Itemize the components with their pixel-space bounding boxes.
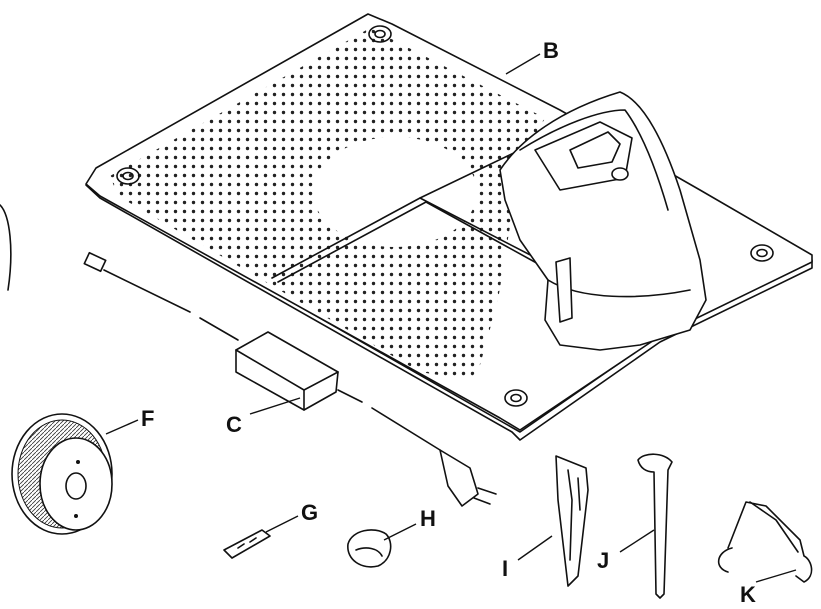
label-h: H — [420, 506, 436, 531]
wire-bracket — [717, 501, 813, 583]
label-i: I — [502, 556, 508, 581]
screw-hole-right — [750, 244, 774, 262]
label-k: K — [740, 582, 756, 607]
charging-station-housing — [499, 91, 707, 351]
boundary-wire-spool — [11, 413, 113, 535]
wire-coupler — [347, 529, 392, 568]
screw-hole-left — [116, 167, 140, 185]
power-supply-with-cable — [83, 251, 497, 507]
screw-hole-bottom — [504, 389, 528, 407]
peg-long — [637, 453, 673, 599]
wire-connector — [223, 529, 271, 559]
label-b: B — [543, 38, 559, 63]
partial-object-left-edge — [0, 204, 12, 291]
label-c: C — [226, 412, 242, 437]
peg-short — [555, 455, 589, 587]
label-j: J — [597, 548, 609, 573]
leader-lines — [105, 53, 797, 583]
screw-hole-top — [368, 25, 392, 43]
label-f: F — [141, 406, 154, 431]
label-g: G — [301, 500, 318, 525]
charging-station-base-plate — [85, 13, 813, 441]
